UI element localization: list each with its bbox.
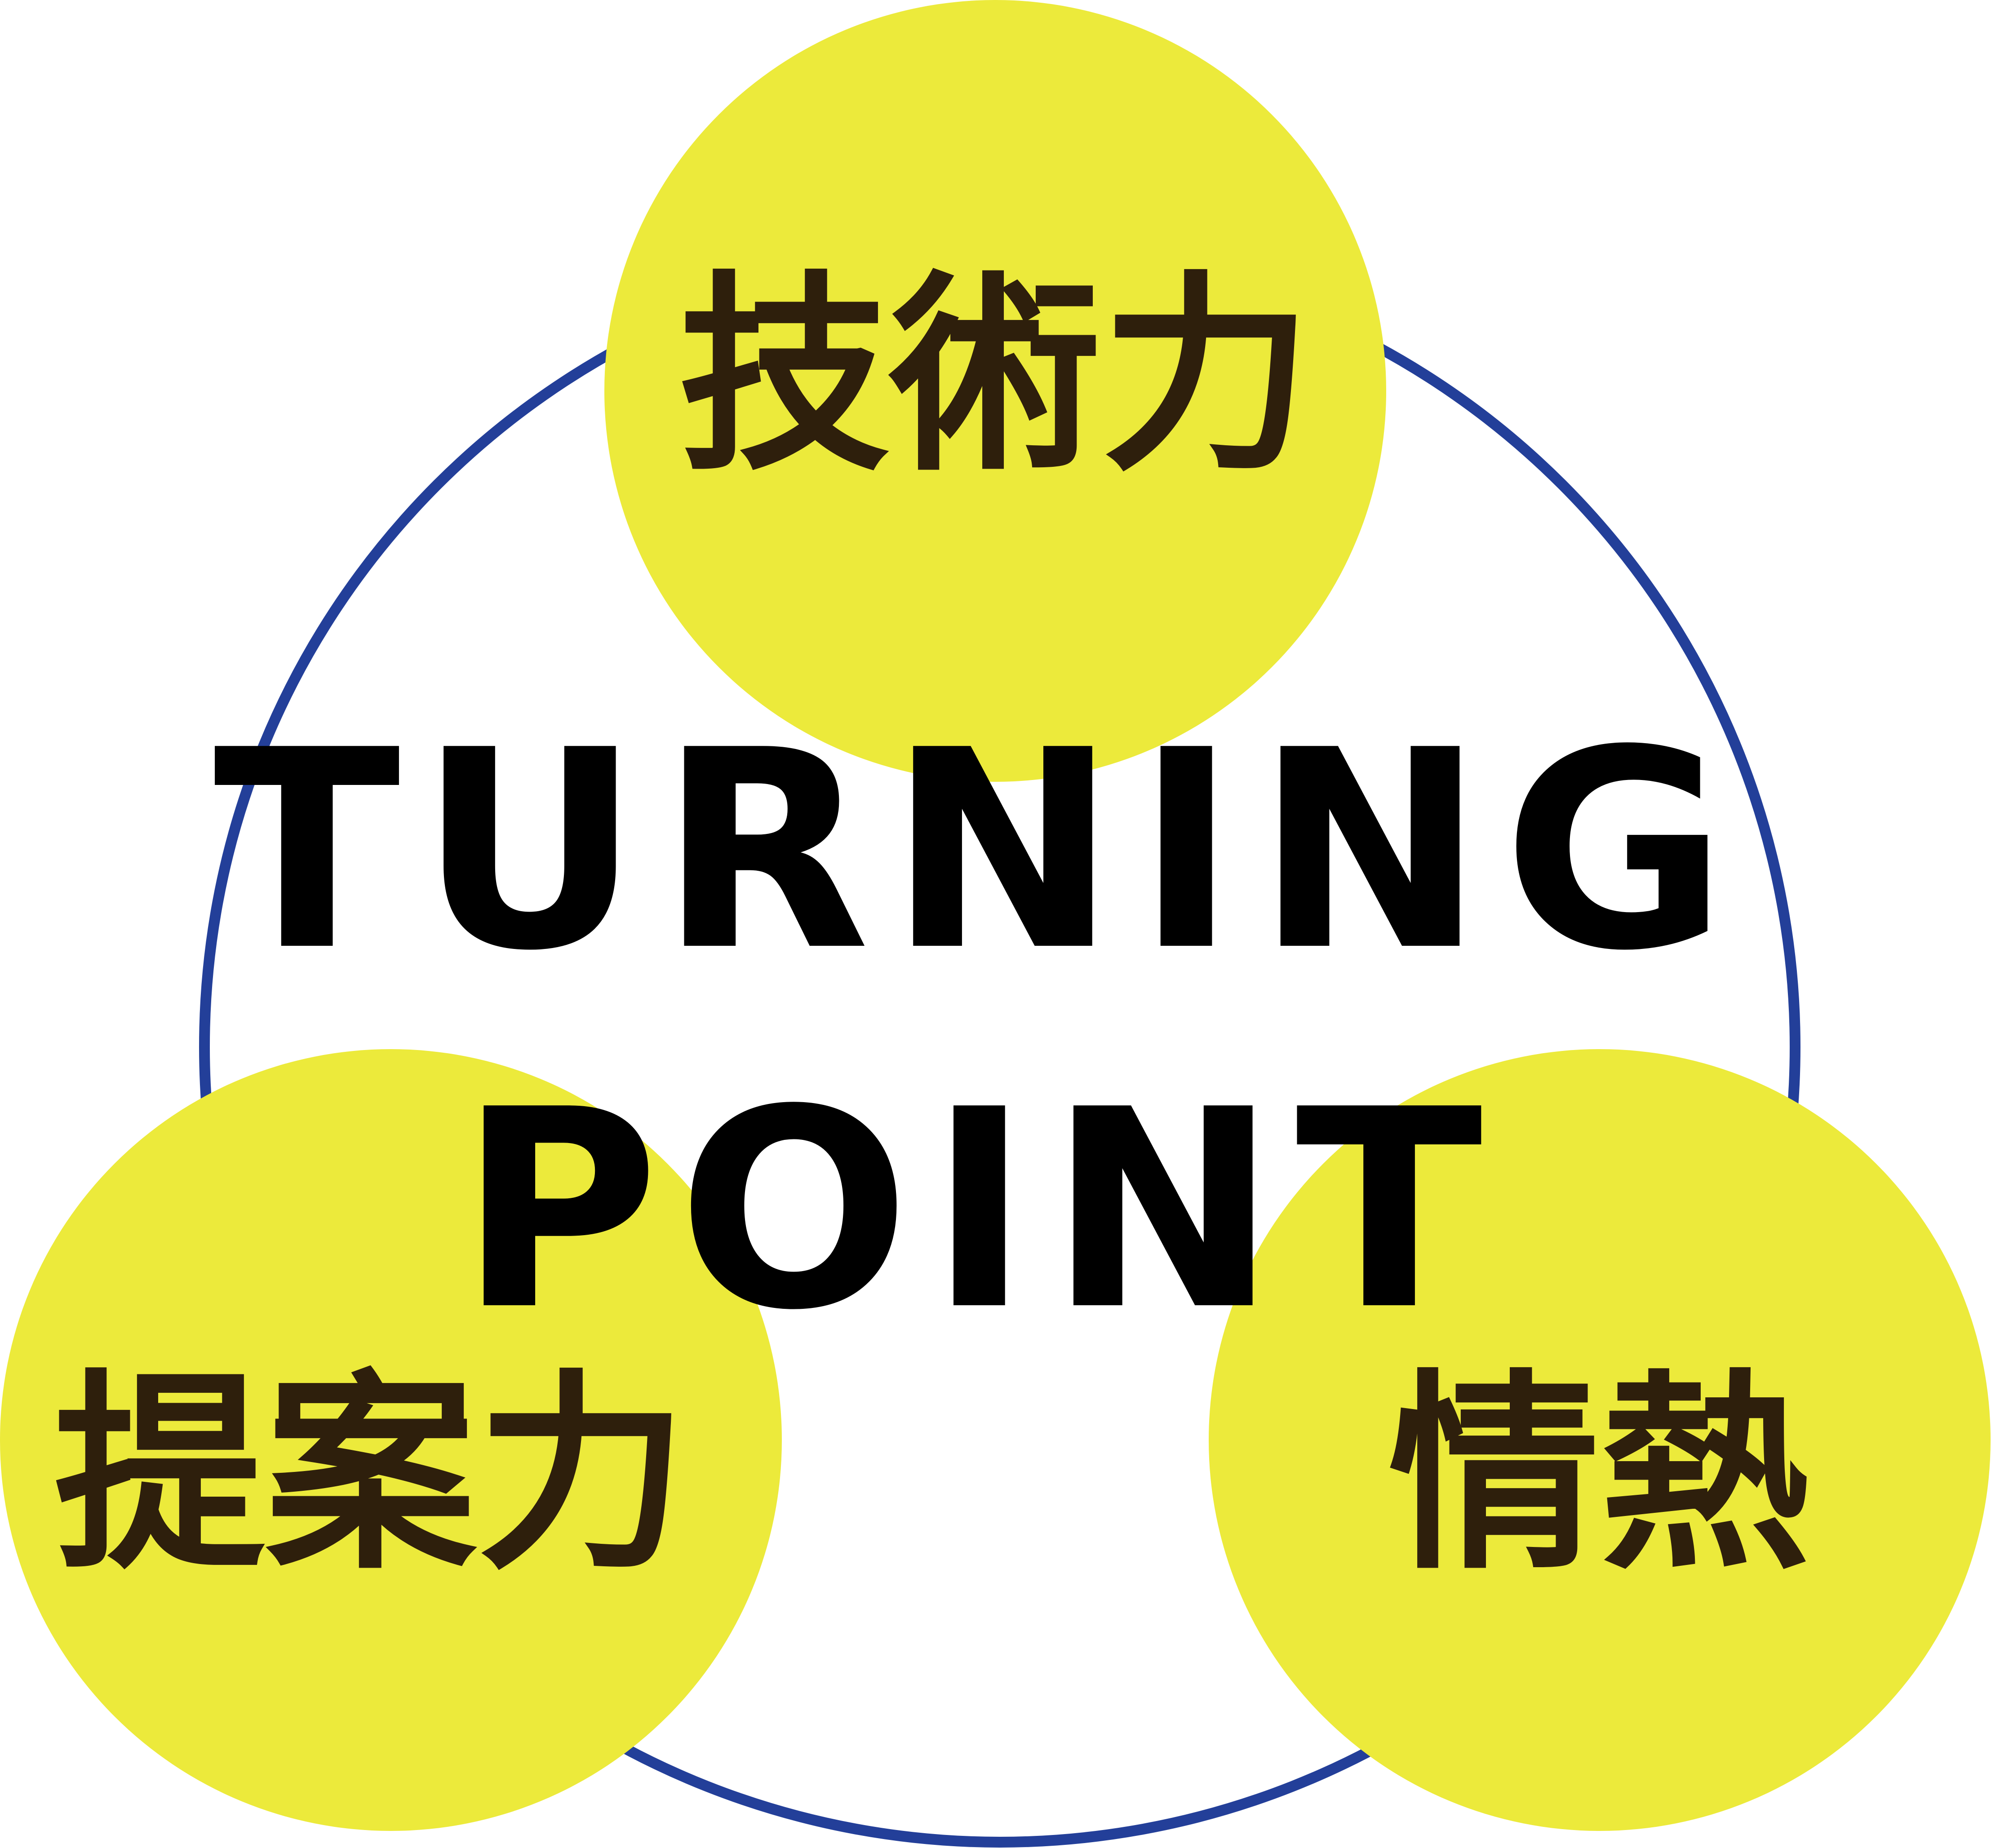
- node-bottom-left: 提案力: [0, 1049, 782, 1831]
- node-top-circle: [604, 0, 1386, 782]
- node-bottom-right: 情熱: [1209, 1049, 1991, 1831]
- title-line-1: TURNING: [213, 691, 1746, 1010]
- node-top-label: 技術力: [678, 253, 1312, 499]
- node-top: 技術力: [604, 0, 1386, 782]
- node-bottom-left-label: 提案力: [54, 1352, 687, 1598]
- title-line-2: POINT: [458, 1051, 1500, 1370]
- node-bottom-left-circle: [0, 1049, 782, 1831]
- node-bottom-right-circle: [1209, 1049, 1991, 1831]
- node-bottom-right-label: 情熱: [1388, 1352, 1811, 1598]
